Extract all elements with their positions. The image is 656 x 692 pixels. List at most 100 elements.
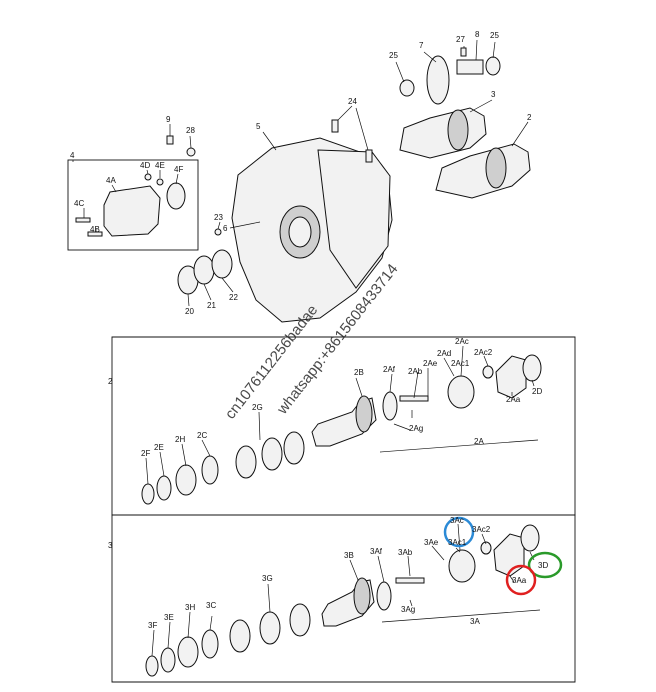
- bolt-part-24a: [331, 119, 339, 133]
- bearing-part-3G-b: [259, 611, 281, 645]
- callout-2G: 2G: [252, 403, 263, 412]
- bearing-part-2G-a: [283, 431, 305, 465]
- callout-2Ac2: 2Ac2: [474, 348, 493, 357]
- part-23: [214, 228, 222, 236]
- section-3-frame: [111, 514, 576, 683]
- barrel-part-2Ac1: [447, 375, 475, 409]
- callout-3B: 3B: [344, 551, 354, 560]
- ring-part-21: [193, 255, 215, 285]
- screw-part-4B: [87, 231, 103, 237]
- section-2-parts: [141, 345, 542, 505]
- leader-lines-section-3: [151, 523, 541, 657]
- callout-labels: 25 7 27 8 25 3 2 24 9 28 5 4 4D 4E 4F 4A…: [70, 30, 548, 630]
- screw-part-4C: [75, 217, 91, 223]
- plate-part-3D: [520, 524, 540, 552]
- callout-2Ag: 2Ag: [409, 424, 423, 433]
- callout-28: 28: [186, 126, 195, 135]
- callout-3-top: 3: [491, 90, 496, 99]
- callout-25b: 25: [490, 31, 499, 40]
- oring-part-4F: [166, 182, 186, 210]
- bearing-part-2G-c: [235, 445, 257, 479]
- ring-part-2F: [141, 483, 155, 505]
- callout-2E: 2E: [154, 443, 164, 452]
- pin-part-27: [460, 47, 467, 57]
- callout-3E: 3E: [164, 613, 174, 622]
- callout-2Af: 2Af: [383, 365, 396, 374]
- shaft-part-8: [456, 59, 484, 75]
- gear-shaft-3-teeth: [447, 109, 469, 151]
- barrel-part-3Ac1: [448, 549, 476, 583]
- ring-part-3E: [160, 647, 176, 673]
- callout-3Ac2: 3Ac2: [472, 525, 491, 534]
- callout-20: 20: [185, 307, 194, 316]
- callout-2Ad: 2Ad: [437, 349, 451, 358]
- callout-2Aa: 2Aa: [506, 395, 521, 404]
- part-4D: [144, 173, 152, 181]
- callout-3F: 3F: [148, 621, 157, 630]
- motor-part-4A: [103, 185, 161, 237]
- callout-4B: 4B: [90, 225, 100, 234]
- callout-4: 4: [70, 151, 75, 160]
- leader-lines-top: [72, 39, 529, 307]
- bearing-part-3C: [177, 636, 199, 668]
- callout-7: 7: [419, 41, 424, 50]
- callout-3Ag: 3Ag: [401, 605, 415, 614]
- gear-shaft-2-teeth: [485, 147, 507, 189]
- callout-21: 21: [207, 301, 216, 310]
- callout-2C: 2C: [197, 431, 207, 440]
- callout-2H: 2H: [175, 435, 185, 444]
- bearing-part-3G-a: [289, 603, 311, 637]
- plug-part-9: [166, 135, 174, 145]
- bearing-part-3G-c: [229, 619, 251, 653]
- callout-3Aa: 3Aa: [512, 576, 527, 585]
- upper-assembly: [67, 39, 531, 323]
- spacer-part-2H: [201, 455, 219, 485]
- callout-2Ac: 2Ac: [455, 337, 469, 346]
- callout-3C: 3C: [206, 601, 216, 610]
- highlight-circle-blue-3Ac1: [443, 516, 475, 548]
- bearing-part-25b: [485, 56, 501, 76]
- gear-shaft-part-3: [399, 107, 487, 159]
- part-4E: [156, 178, 164, 186]
- callout-4C: 4C: [74, 199, 84, 208]
- bearing-part-2C: [175, 464, 197, 496]
- spacer-part-3H: [201, 629, 219, 659]
- callout-3A: 3A: [470, 617, 480, 626]
- bearing-part-25a: [399, 79, 415, 97]
- motor-subassembly-box: [67, 159, 199, 251]
- callout-3Ac1: 3Ac1: [448, 538, 467, 547]
- ring-part-2Af: [382, 391, 398, 421]
- callout-3Ae: 3Ae: [424, 538, 439, 547]
- callout-22: 22: [229, 293, 238, 302]
- highlight-circle-red-3Aa: [505, 564, 537, 596]
- plate-part-2Aa: [495, 355, 527, 399]
- callout-4D: 4D: [140, 161, 150, 170]
- callout-2Ac1: 2Ac1: [451, 359, 470, 368]
- plate-part-2D: [522, 354, 542, 382]
- callout-2-top: 2: [527, 113, 532, 122]
- callout-4E: 4E: [155, 161, 165, 170]
- callout-6: 6: [223, 224, 228, 233]
- callout-section-2: 2: [108, 377, 113, 386]
- callout-4A: 4A: [106, 176, 116, 185]
- bearing-part-2G-b: [261, 437, 283, 471]
- callout-3D: 3D: [538, 561, 548, 570]
- ring-part-3F: [145, 655, 159, 677]
- gear-shaft-part-2: [435, 143, 531, 199]
- seal-part-28: [186, 147, 196, 157]
- bolt-part-24b: [365, 149, 373, 163]
- callout-2Ae: 2Ae: [423, 359, 438, 368]
- ring-part-22: [211, 249, 233, 279]
- callout-3G: 3G: [262, 574, 273, 583]
- callout-2F: 2F: [141, 449, 150, 458]
- ring-part-3Af: [376, 581, 392, 611]
- callout-9: 9: [166, 115, 171, 124]
- callout-25a: 25: [389, 51, 398, 60]
- callout-5: 5: [256, 122, 261, 131]
- plate-part-3Aa: [493, 533, 525, 577]
- highlight-circle-green-3D: [527, 551, 563, 579]
- callout-23: 23: [214, 213, 223, 222]
- callout-section-3: 3: [108, 541, 113, 550]
- section-3-parts: [145, 523, 541, 677]
